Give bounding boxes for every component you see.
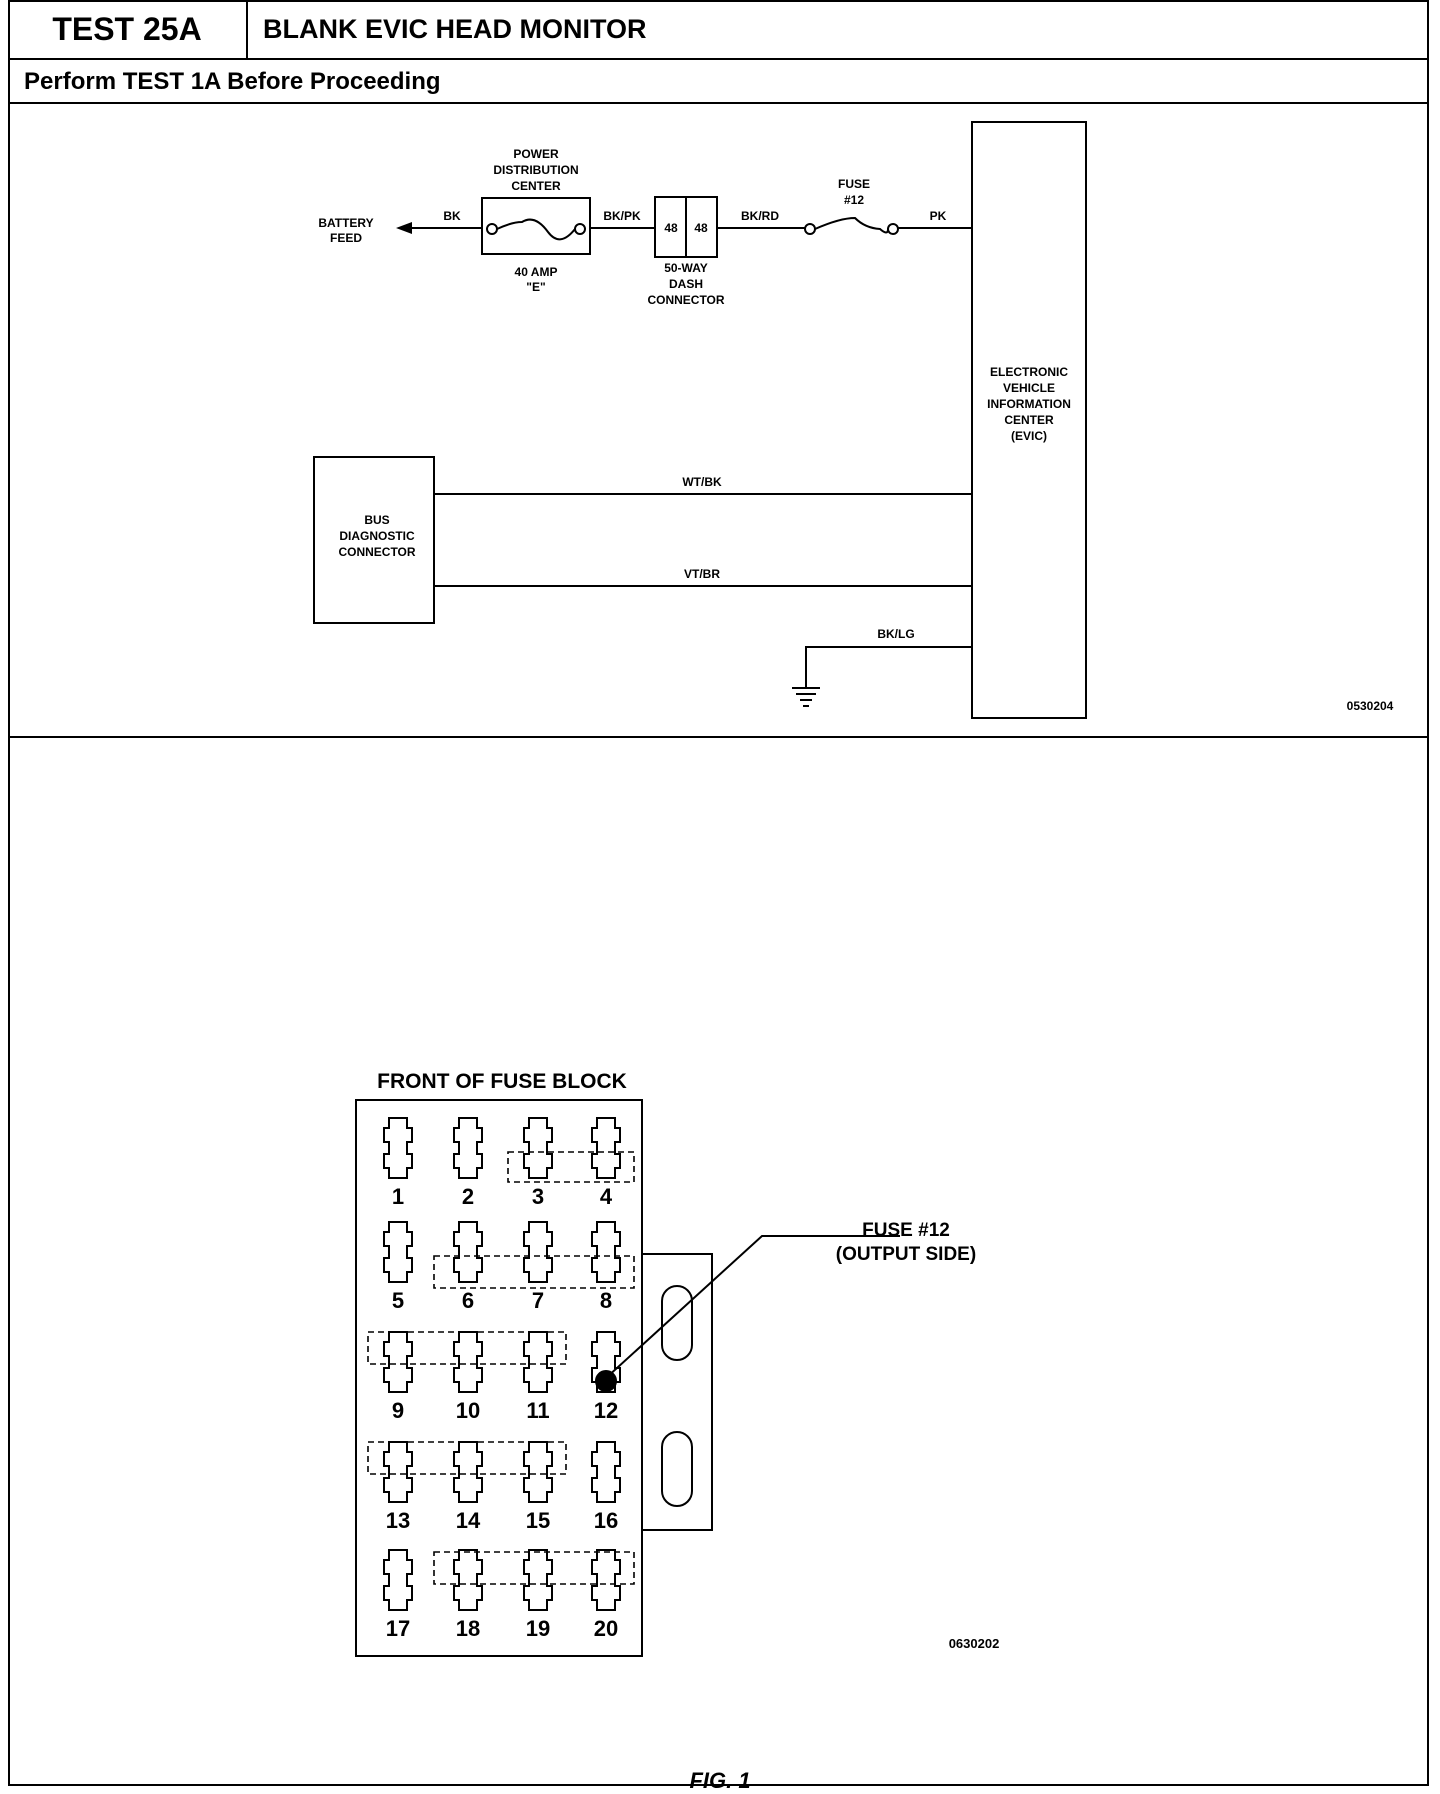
connector-label-3: CONNECTOR (647, 293, 724, 307)
fuse-cavity-3 (523, 1117, 553, 1179)
fuse-number-11: 11 (526, 1398, 549, 1423)
fuse-cavity-18 (453, 1549, 483, 1611)
section-divider (8, 736, 1429, 738)
fuse-cavity-16 (591, 1441, 621, 1503)
evic-label-4: CENTER (1004, 413, 1054, 427)
pdc-box (481, 197, 591, 255)
page-frame (8, 0, 1429, 1786)
wiring-schematic (313, 121, 1087, 719)
fuse-number-17: 17 (386, 1616, 410, 1641)
evic-label-3: INFORMATION (987, 397, 1071, 411)
evic-box (971, 121, 1087, 719)
fuse-block-figure-code: 0630202 (949, 1636, 1000, 1651)
fuse-cavity-20 (591, 1549, 621, 1611)
fuse-number-10: 10 (456, 1398, 480, 1423)
fuse-cavity-7 (523, 1221, 553, 1283)
fuse-number-2: 2 (462, 1184, 474, 1209)
wire-bk-lg (805, 646, 972, 688)
page-subtitle: Perform TEST 1A Before Proceeding (24, 68, 441, 95)
connector-pin-right: 48 (694, 221, 708, 235)
fuse-cavity-9 (383, 1331, 413, 1393)
fuse-cavity-5 (383, 1221, 413, 1283)
connector-label-2: DASH (669, 277, 703, 291)
mounting-slot-lower (661, 1431, 693, 1507)
battery-feed-arrow (396, 222, 412, 234)
figure-caption: FIG. 1 (689, 1768, 751, 1793)
fuse-number-9: 9 (392, 1398, 404, 1423)
fuse-jumpers (367, 1151, 635, 1585)
wire-label-pk: PK (930, 209, 947, 223)
bus-label-1: BUS (364, 513, 389, 527)
evic-label-2: VEHICLE (1003, 381, 1055, 395)
connector-label-1: 50-WAY (664, 261, 708, 275)
mounting-slot-upper (661, 1285, 693, 1361)
bus-label-2: DIAGNOSTIC (339, 529, 415, 543)
wire-label-bk-rd: BK/RD (741, 209, 779, 223)
fuse12-callout (595, 1235, 900, 1392)
fuse-number-20: 20 (594, 1616, 618, 1641)
fuse-cavity-10 (453, 1331, 483, 1393)
fuse-number-1: 1 (392, 1184, 404, 1209)
fuse12-output-marker (595, 1370, 617, 1392)
callout-label-1: FUSE #12 (862, 1220, 950, 1241)
fuse-number-7: 7 (532, 1288, 544, 1313)
header-row: TEST 25A BLANK EVIC HEAD MONITOR (8, 0, 1429, 60)
fuse-cavity-14 (453, 1441, 483, 1503)
fuse-number-3: 3 (532, 1184, 544, 1209)
wire-label-bk-lg: BK/LG (877, 627, 914, 641)
pdc-label-2: DISTRIBUTION (493, 163, 578, 177)
fuse-block-title: FRONT OF FUSE BLOCK (377, 1070, 627, 1093)
evic-label-5: (EVIC) (1011, 429, 1047, 443)
battery-feed-label-1: BATTERY (318, 216, 373, 230)
fuse-number-16: 16 (594, 1508, 618, 1533)
pdc-fuse-label-2: "E" (526, 280, 545, 294)
fuse-block-tab (641, 1253, 713, 1531)
evic-label-1: ELECTRONIC (990, 365, 1068, 379)
fuse-number-8: 8 (600, 1288, 612, 1313)
pdc-label-3: CENTER (511, 179, 561, 193)
fuse-cavity-8 (591, 1221, 621, 1283)
fuse-cavity-4 (591, 1117, 621, 1179)
fuse-number-12: 12 (594, 1398, 618, 1423)
connector-pin-left: 48 (664, 221, 678, 235)
fuse-number-6: 6 (462, 1288, 474, 1313)
ground-symbol (792, 687, 820, 707)
fuse-block (355, 1099, 713, 1657)
wire-label-bk-pk: BK/PK (603, 209, 641, 223)
fuse-number-18: 18 (456, 1616, 480, 1641)
fuse12-label-1: FUSE (838, 177, 870, 191)
fuse-number-13: 13 (386, 1508, 410, 1533)
battery-feed-label-2: FEED (330, 231, 362, 245)
fuse-cavity-15 (523, 1441, 553, 1503)
test-id: TEST 25A (8, 0, 248, 58)
pdc-fuse-label-1: 40 AMP (515, 265, 558, 279)
fuse12-label-2: #12 (844, 193, 864, 207)
fuse-number-15: 15 (526, 1508, 550, 1533)
fuse-number-19: 19 (526, 1616, 550, 1641)
fuse-number-4: 4 (600, 1184, 613, 1209)
subheader-row: Perform TEST 1A Before Proceeding (8, 60, 1429, 104)
schematic-figure-code: 0530204 (1347, 699, 1394, 713)
fuse-cavity-6 (453, 1221, 483, 1283)
fuse-number-14: 14 (456, 1508, 481, 1533)
fuse-cavity-1 (383, 1117, 413, 1179)
fuse-cavity-19 (523, 1549, 553, 1611)
bus-label-3: CONNECTOR (338, 545, 415, 559)
fuse-cavity-12 (591, 1331, 621, 1393)
bus-connector-box (313, 456, 435, 624)
pdc-label-1: POWER (513, 147, 559, 161)
fuse-cavity-13 (383, 1441, 413, 1503)
fuse-cavity-11 (523, 1331, 553, 1393)
fuse-cavity-2 (453, 1117, 483, 1179)
wire-label-wt-bk: WT/BK (682, 475, 722, 489)
wire-label-vt-br: VT/BR (684, 567, 720, 581)
page-title: BLANK EVIC HEAD MONITOR (263, 14, 647, 44)
fuse-number-5: 5 (392, 1288, 404, 1313)
callout-label-2: (OUTPUT SIDE) (836, 1244, 976, 1265)
wire-label-bk: BK (443, 209, 461, 223)
fuse-cavity-17 (383, 1549, 413, 1611)
